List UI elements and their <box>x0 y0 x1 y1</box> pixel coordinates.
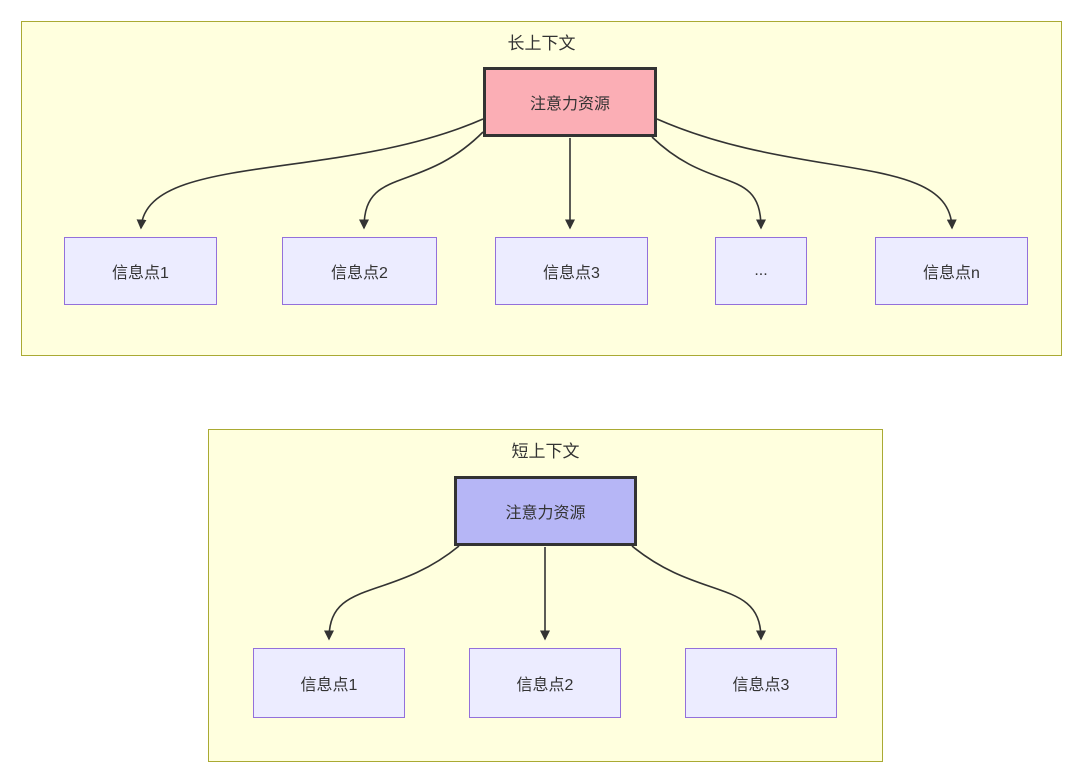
short-info-label-1: 信息点1 <box>300 677 358 694</box>
long-context-title: 长上下文 <box>507 34 576 53</box>
short-info-node-3: 信息点3 <box>685 648 837 718</box>
long-info-node-2: 信息点2 <box>282 237 437 305</box>
long-info-label-3: 信息点3 <box>543 265 600 282</box>
attention-resource-label-long: 注意力资源 <box>529 96 610 113</box>
short-info-node-2: 信息点2 <box>469 648 621 718</box>
attention-resource-node-long: 注意力资源 <box>483 67 657 137</box>
short-info-label-3: 信息点3 <box>732 677 790 694</box>
long-info-label-1: 信息点1 <box>112 265 169 282</box>
long-info-label-n: 信息点n <box>923 265 980 282</box>
short-info-node-1: 信息点1 <box>253 648 405 718</box>
long-info-label-ellipsis: ... <box>754 262 768 279</box>
long-info-node-n: 信息点n <box>875 237 1028 305</box>
short-context-title: 短上下文 <box>511 442 580 461</box>
short-info-label-2: 信息点2 <box>516 677 574 694</box>
long-info-label-2: 信息点2 <box>331 265 388 282</box>
long-info-node-ellipsis: ... <box>715 237 807 305</box>
attention-resource-node-short: 注意力资源 <box>454 476 637 546</box>
attention-resource-label-short: 注意力资源 <box>505 505 586 522</box>
long-info-node-1: 信息点1 <box>64 237 217 305</box>
long-info-node-3: 信息点3 <box>495 237 648 305</box>
